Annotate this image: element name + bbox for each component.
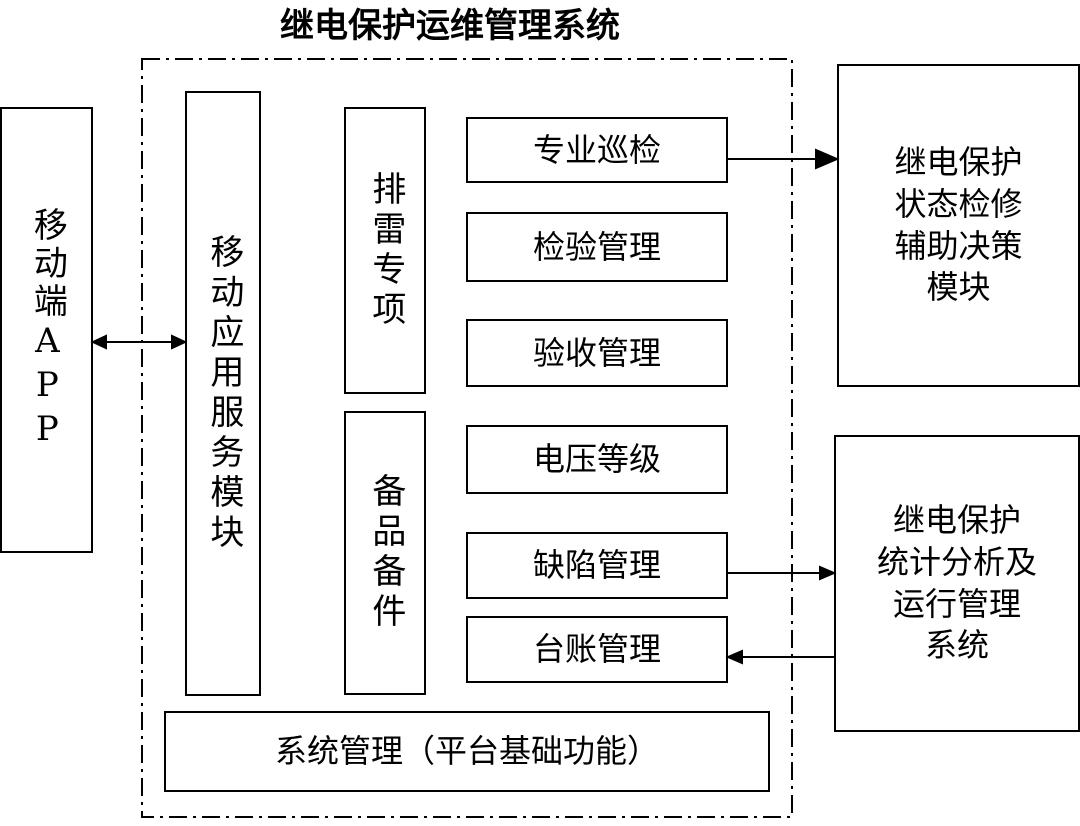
mobile-app-label: 移动端APP [27,207,68,453]
mobile-service-module-box: 移动应用服务模块 [185,91,261,696]
module-acceptance-management: 验收管理 [466,319,728,387]
arrow-inspection-to-decision [728,148,840,170]
mobile-service-module-label: 移动应用服务模块 [203,233,244,554]
spare-parts-group-box: 备品备件 [344,411,426,695]
mobile-app-box: 移动端APP [0,107,93,553]
decision-module-label: 继电保护 状态检修 辅助决策 模块 [894,143,1023,307]
module-label: 检验管理 [532,227,661,266]
module-inspection: 专业巡检 [466,117,728,183]
system-boundary [141,58,793,818]
system-management-box: 系统管理（平台基础功能） [164,711,770,792]
statistics-system-box: 继电保护 统计分析及 运行管理 系统 [834,435,1080,732]
module-label: 专业巡检 [532,130,661,169]
mine-clearance-group-box: 排雷专项 [344,107,426,394]
bidirectional-arrow-app-service [90,334,188,350]
system-title: 继电保护运维管理系统 [280,5,620,46]
module-test-management: 检验管理 [466,212,728,282]
statistics-system-label: 继电保护 统计分析及 运行管理 系统 [876,501,1037,665]
system-management-label: 系统管理（平台基础功能） [274,732,659,771]
module-defect-management: 缺陷管理 [466,532,728,599]
arrow-defect-to-statistics [728,565,837,581]
decision-module-box: 继电保护 状态检修 辅助决策 模块 [837,64,1080,387]
module-label: 电压等级 [532,440,661,479]
module-voltage-level: 电压等级 [466,425,728,494]
mine-clearance-group-label: 排雷专项 [365,170,406,331]
module-label: 验收管理 [532,333,661,372]
spare-parts-group-label: 备品备件 [365,473,406,633]
module-ledger-management: 台账管理 [466,616,728,683]
module-label: 台账管理 [532,630,661,669]
arrow-statistics-to-ledger [725,649,834,665]
module-label: 缺陷管理 [532,546,661,585]
